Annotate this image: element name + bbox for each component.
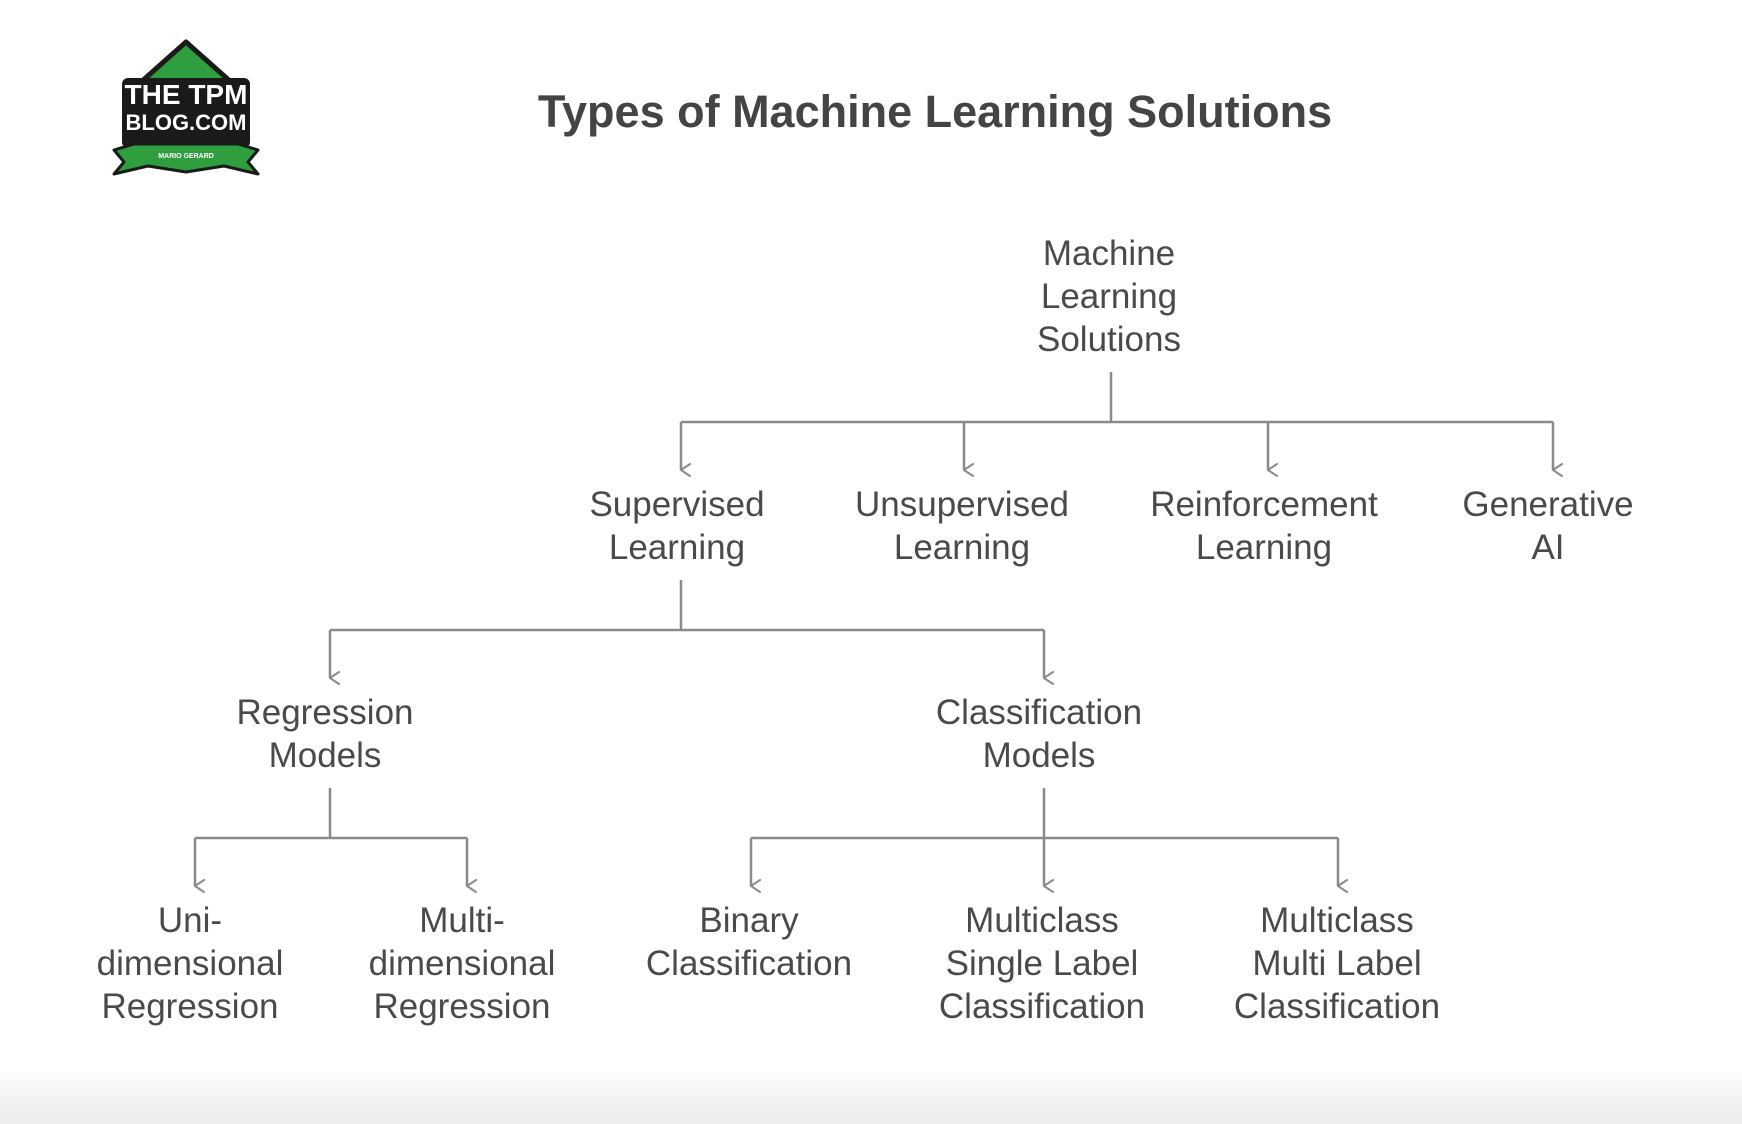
node-uni-dimensional-regression: Uni- dimensional Regression	[96, 901, 284, 1026]
node-multiclass-multi-label-classification: Multiclass Multi Label Classification	[1233, 901, 1441, 1026]
logo-banner: MARIO GERARD	[158, 153, 214, 160]
node-unsupervised-learning: Unsupervised Learning	[855, 485, 1069, 567]
diagram-title: Types of Machine Learning Solutions	[537, 86, 1333, 137]
node-supervised-learning: Supervised Learning	[589, 485, 765, 567]
bottom-shadow	[0, 1070, 1742, 1124]
node-multi-dimensional-regression: Multi- dimensional Regression	[368, 901, 556, 1026]
logo-line1: THE TPM	[125, 79, 248, 110]
node-machine-learning-solutions: Machine Learning Solutions	[1037, 234, 1181, 359]
node-generative-ai: Generative AI	[1462, 485, 1634, 567]
node-classification-models: Classification Models	[935, 693, 1143, 775]
node-multiclass-single-label-classification: Multiclass Single Label Classification	[938, 901, 1146, 1026]
node-binary-classification: Binary Classification	[645, 901, 853, 983]
node-reinforcement-learning: Reinforcement Learning	[1150, 485, 1378, 567]
logo-line2: BLOG.COM	[126, 110, 247, 135]
node-regression-models: Regression Models	[236, 693, 414, 775]
tpm-blog-logo: THE TPM BLOG.COM MARIO GERARD	[112, 39, 260, 176]
